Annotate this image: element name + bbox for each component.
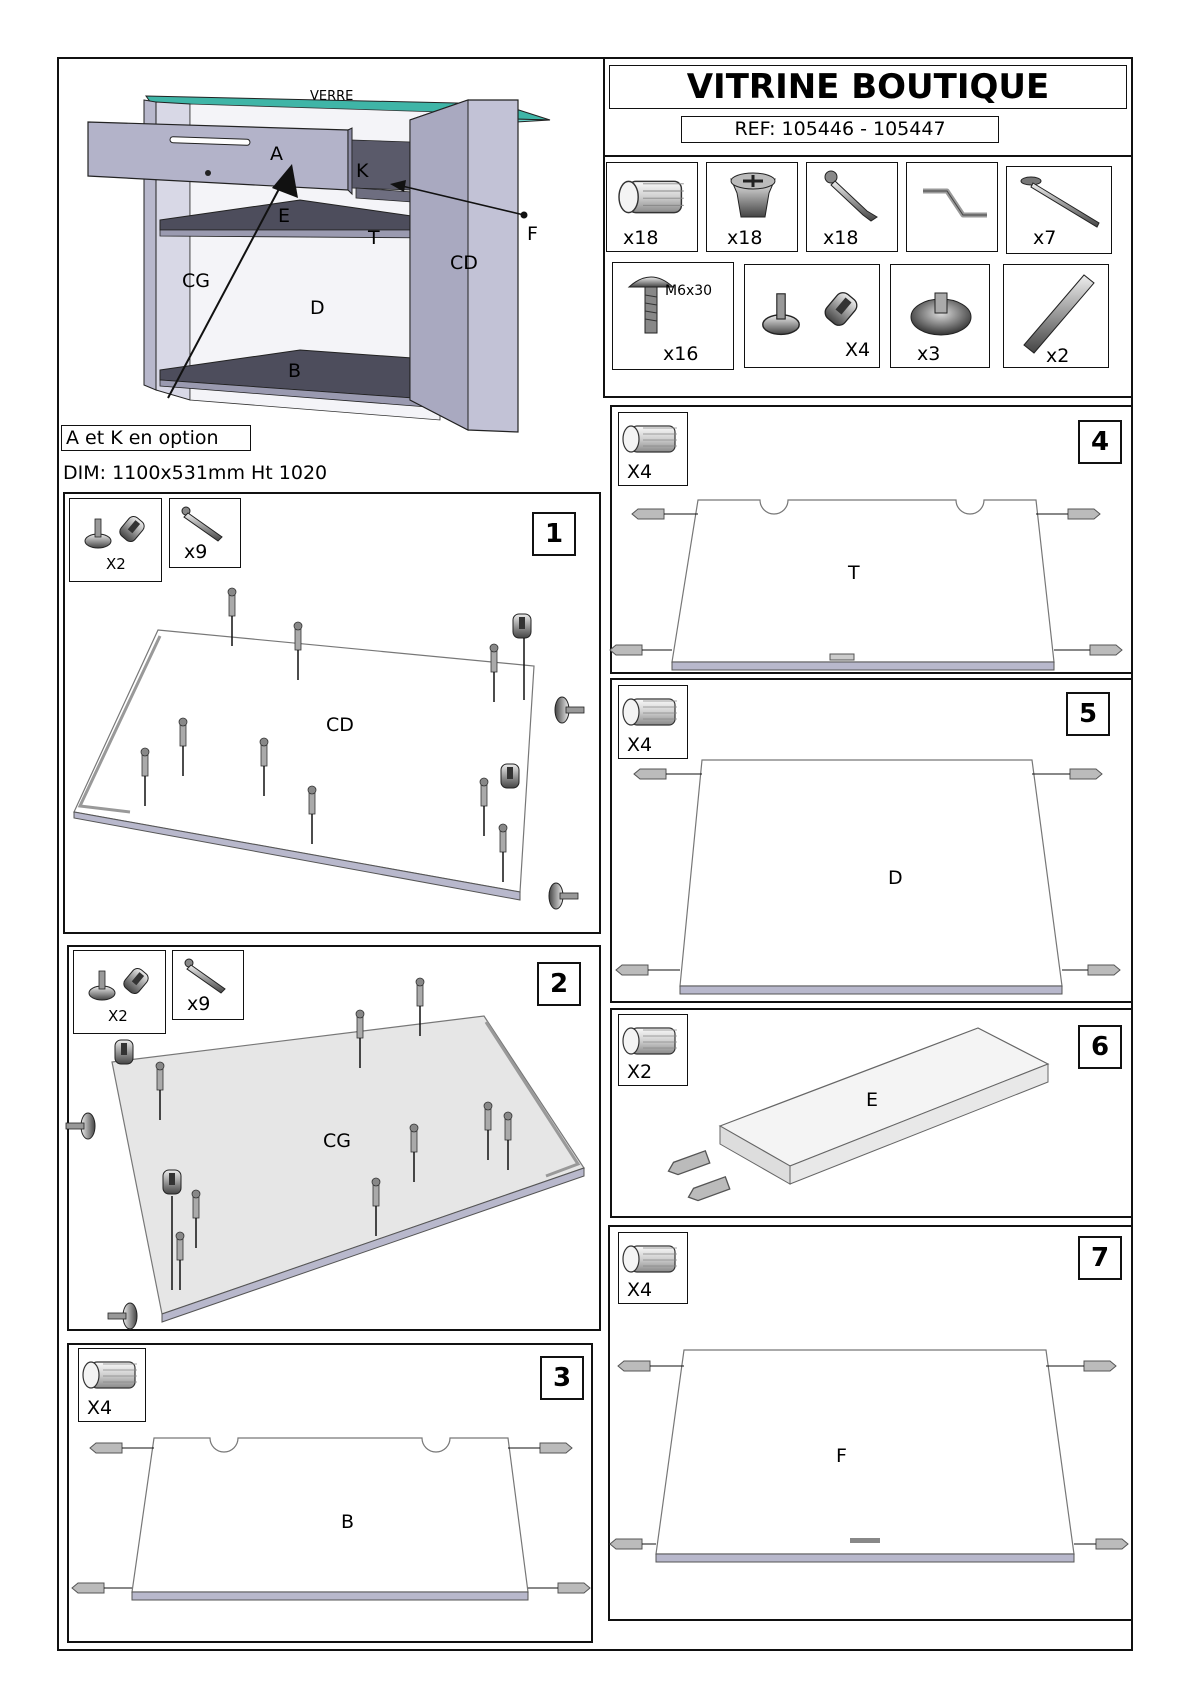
step-6-number: 6 (1078, 1025, 1122, 1069)
step-2-panel (67, 945, 601, 1331)
label-cd: CD (450, 252, 478, 274)
cam-bolt-icon (824, 170, 878, 222)
bolt-m6x30-icon (627, 276, 675, 334)
step-2-part-qty: X2 (108, 1007, 128, 1025)
step-4-part-dowel: X4 (618, 412, 688, 486)
allen-key-icon (923, 188, 987, 218)
step-2-panel-label: CG (323, 1130, 351, 1152)
hardware-item-wood-screw: x7 (1006, 166, 1112, 254)
option-note: A et K en option (66, 427, 219, 449)
cabinet-overview-drawing (87, 95, 551, 433)
hardware-qty: x18 (727, 227, 763, 249)
step-7-part-dowel: X4 (618, 1232, 688, 1304)
step-6-panel (610, 1008, 1133, 1218)
label-e: E (278, 205, 291, 227)
label-a: A (270, 143, 283, 165)
hardware-item-metal-pin: x2 (1003, 264, 1109, 368)
ref-frame: REF: 105446 - 105447 (681, 116, 999, 143)
overview-section: VERRE A K E T F CG CD D B (60, 60, 600, 490)
hardware-qty: x7 (1033, 227, 1057, 249)
bolt-spec: M6x30 (665, 283, 713, 299)
step-3-panel-label: B (341, 1511, 355, 1533)
hardware-qty: x18 (823, 227, 859, 249)
dimensions: DIM: 1100x531mm Ht 1020 (63, 462, 328, 484)
page-title: VITRINE BOUTIQUE (686, 67, 1050, 107)
label-d: D (310, 297, 325, 319)
option-note-box: A et K en option (61, 425, 251, 451)
step-1-part-bolt: x9 (169, 498, 241, 568)
step-6-panel-label: E (866, 1089, 879, 1111)
hardware-qty: x2 (1046, 345, 1070, 367)
hardware-item-foot-nut: X4 (744, 264, 880, 368)
step-1-part-foot: X2 (69, 498, 162, 582)
wood-screw-icon (1020, 176, 1100, 228)
step-2-part-foot: X2 (73, 950, 166, 1034)
step-1-number: 1 (532, 512, 576, 556)
step-1-part-qty: X2 (106, 555, 126, 573)
metal-pin-icon (1023, 274, 1095, 354)
reference: REF: 105446 - 105447 (734, 118, 946, 140)
title-frame: VITRINE BOUTIQUE (609, 65, 1127, 109)
label-k: K (356, 160, 369, 182)
shelf-support-icon (910, 292, 972, 336)
hardware-block (603, 155, 1133, 398)
step-4-number: 4 (1078, 420, 1122, 464)
label-verre: VERRE (310, 89, 354, 104)
step-1-panel-label: CD (326, 714, 354, 736)
step-3-part-qty: X4 (87, 1397, 113, 1419)
step-1-part-qty: x9 (184, 541, 208, 563)
hardware-item-shelf-support: x3 (890, 264, 990, 368)
step-7-panel (608, 1225, 1133, 1621)
step-4-part-qty: X4 (627, 461, 653, 483)
hardware-qty: x18 (623, 227, 659, 249)
step-3-panel (67, 1343, 593, 1643)
hardware-item-cam-bolt: x18 (806, 162, 898, 252)
step-7-panel-label: F (836, 1445, 847, 1467)
step-4-panel-label: T (848, 562, 860, 584)
step-5-part-qty: X4 (627, 734, 653, 756)
step-3-number: 3 (540, 1356, 584, 1400)
hardware-qty: x3 (917, 343, 941, 365)
hardware-qty: X4 (845, 339, 871, 361)
hardware-item-cam-lock: x18 (706, 162, 798, 252)
step-2-part-qty: x9 (187, 993, 211, 1015)
hardware-item-allen-key (906, 162, 998, 252)
step-6-part-dowel: X2 (618, 1014, 688, 1086)
label-cg: CG (182, 270, 210, 292)
step-7-number: 7 (1078, 1236, 1122, 1280)
step-2-number: 2 (537, 962, 581, 1006)
step-6-part-qty: X2 (627, 1061, 653, 1083)
cam-bolt-icon (181, 506, 223, 542)
label-t: T (368, 227, 380, 249)
cam-lock-icon (730, 172, 776, 218)
step-5-number: 5 (1066, 692, 1110, 736)
hardware-item-bolt: M6x30 x16 (612, 262, 734, 370)
step-1-panel (63, 492, 601, 934)
step-4-panel (610, 405, 1133, 674)
hardware-item-dowel: x18 (606, 162, 698, 252)
step-5-panel-label: D (888, 867, 903, 889)
step-3-part-dowel: X4 (78, 1348, 146, 1422)
label-b: B (288, 360, 302, 382)
step-2-part-bolt: x9 (172, 950, 244, 1020)
step-5-part-dowel: X4 (618, 685, 688, 759)
label-f: F (527, 223, 538, 245)
hardware-qty: x16 (663, 343, 699, 365)
cam-bolt-icon (184, 958, 226, 994)
step-5-panel (610, 678, 1133, 1003)
step-7-part-qty: X4 (627, 1279, 653, 1301)
